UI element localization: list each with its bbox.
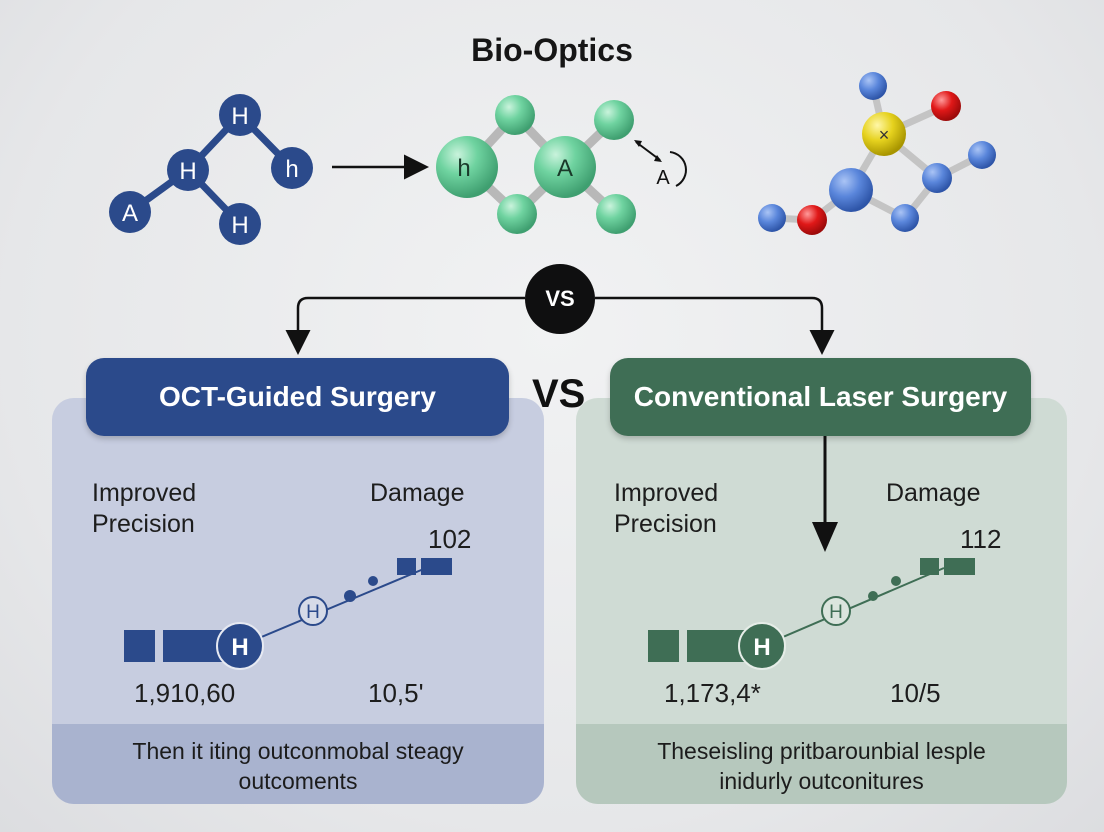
svg-text:A: A	[656, 167, 670, 189]
laser-header: Conventional Laser Surgery	[610, 358, 1031, 436]
svg-text:h: h	[457, 155, 470, 182]
svg-text:h: h	[285, 156, 298, 183]
oct-damage-label: Damage	[370, 479, 465, 507]
vs-connector	[285, 296, 835, 355]
atom-h-right: h	[271, 147, 313, 189]
svg-text:H: H	[306, 602, 320, 623]
laser-footer: Theseisling pritbarounbial lesple inidur…	[576, 724, 1067, 804]
laser-value-top: 112	[960, 524, 1002, 554]
left-molecule: H H h A H	[109, 94, 313, 245]
vs-circle-badge: VS	[525, 264, 595, 334]
svg-text:H: H	[179, 158, 196, 185]
middle-molecule: h A A	[436, 95, 687, 234]
atom-h-top: H	[219, 94, 261, 136]
oct-header: OCT-Guided Surgery	[86, 358, 509, 436]
svg-text:H: H	[231, 634, 248, 661]
laser-node-large: H	[738, 622, 786, 670]
oct-value-left: 1,910,60	[134, 678, 236, 708]
svg-text:H: H	[829, 602, 843, 623]
oct-value-right: 10,5'	[368, 678, 424, 708]
laser-value-left: 1,173,4*	[664, 678, 761, 708]
svg-text:×: ×	[879, 125, 890, 145]
svg-text:H: H	[753, 634, 770, 661]
oct-footer-text: Then it iting outconmobal steagy outcome…	[132, 738, 464, 794]
laser-down-arrow	[812, 436, 838, 552]
atom-h-green: h	[436, 136, 498, 198]
atom-h-bottom: H	[219, 203, 261, 245]
oct-footer: Then it iting outconmobal steagy outcome…	[52, 724, 544, 804]
oct-panel: Then it iting outconmobal steagy outcome…	[52, 398, 544, 804]
oct-precision-label: Improved Precision	[92, 479, 197, 538]
oct-node-large: H	[216, 622, 264, 670]
laser-value-right: 10/5	[890, 678, 941, 708]
oct-node-small: H	[298, 596, 328, 626]
laser-panel: Theseisling pritbarounbial lesple inidur…	[576, 398, 1067, 804]
svg-text:A: A	[122, 200, 138, 227]
right-molecule-3d: ×	[758, 72, 996, 235]
svg-text:H: H	[231, 212, 248, 239]
laser-damage-label: Damage	[886, 479, 981, 507]
svg-text:H: H	[231, 103, 248, 130]
vs-label: VS	[532, 372, 586, 416]
atom-a-green: A	[534, 136, 596, 198]
laser-chain: H H	[648, 558, 975, 670]
laser-footer-text: Theseisling pritbarounbial lesple inidur…	[657, 738, 986, 794]
oct-value-top: 102	[428, 524, 472, 554]
atom-h-center: H	[167, 149, 209, 191]
laser-precision-label: Improved Precision	[614, 479, 719, 538]
laser-node-small: H	[821, 596, 851, 626]
atom-a-left: A	[109, 191, 151, 233]
rotation-indicator: A	[634, 140, 687, 189]
diagram-title: Bio-Optics	[471, 32, 633, 68]
oct-chain: H H	[124, 558, 452, 670]
svg-text:A: A	[557, 155, 573, 182]
